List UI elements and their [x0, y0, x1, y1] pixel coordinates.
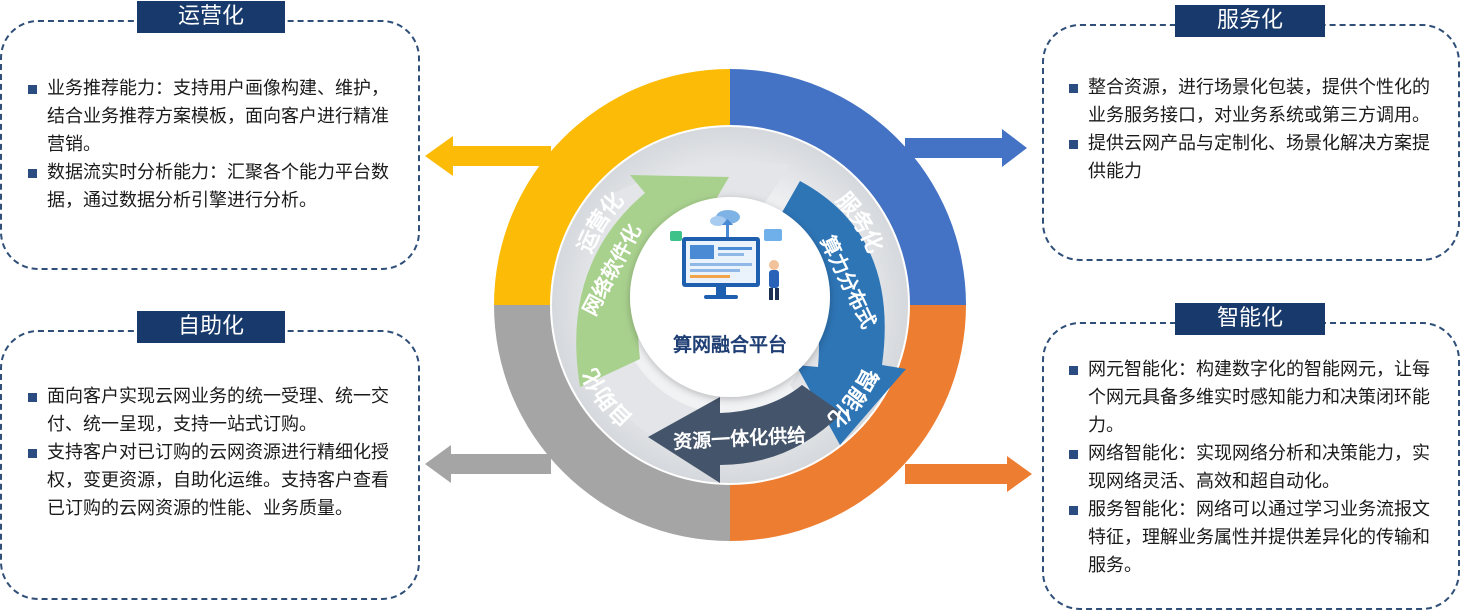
list-item: 网络智能化：实现网络分析和决策能力，实现网络灵活、高效和超自动化。 [1068, 440, 1440, 496]
arrow-right-zhineng-icon [905, 456, 1032, 492]
zizhu-list: 面向客户实现云网业务的统一受理、统一交付、统一呈现，支持一站式订购。 支持客户对… [27, 383, 397, 523]
list-item: 面向客户实现云网业务的统一受理、统一交付、统一呈现，支持一站式订购。 [27, 383, 397, 439]
list-item: 网元智能化：构建数字化的智能网元，让每个网元具备多维实时感知能力和决策闭环能力。 [1068, 356, 1440, 440]
list-item: 业务推荐能力：支持用户画像构建、维护，结合业务推荐方案模板，面向客户进行精准营销… [27, 75, 397, 159]
arrow-left-zizhu-icon [425, 445, 551, 483]
inner-arrow-resource [648, 385, 842, 483]
panel-title-zhineng: 智能化 [1175, 303, 1325, 335]
ring-segment-zizhu [494, 305, 730, 541]
panel-title-fuwu: 服务化 [1175, 5, 1325, 37]
platform-wheel: 算网融合平台 运营化 服务化 智能化 自助化 网络软件化 算力分布式 资源一体化… [494, 69, 966, 541]
panel-title-yunying: 运营化 [137, 1, 285, 33]
list-item: 提供云网产品与定制化、场景化解决方案提供能力 [1068, 130, 1438, 186]
ring-segment-fuwu [730, 69, 966, 305]
center-title: 算网融合平台 [673, 333, 787, 356]
list-item: 数据流实时分析能力：汇聚各个能力平台数据，通过数据分析引擎进行分析。 [27, 159, 397, 215]
ring-segment-zhineng [730, 305, 966, 541]
arrow-right-fuwu-icon [905, 129, 1027, 167]
yunying-list: 业务推荐能力：支持用户画像构建、维护，结合业务推荐方案模板，面向客户进行精准营销… [27, 75, 397, 215]
list-item: 支持客户对已订购的云网资源进行精细化授权，变更资源，自助化运维。支持客户查看已订… [27, 439, 397, 523]
zhineng-list: 网元智能化：构建数字化的智能网元，让每个网元具备多维实时感知能力和决策闭环能力。… [1068, 356, 1440, 580]
panel-title-zizhu: 自助化 [137, 311, 285, 343]
list-item: 服务智能化：网络可以通过学习业务流报文特征，理解业务属性并提供差异化的传输和服务… [1068, 496, 1440, 580]
list-item: 整合资源，进行场景化包装，提供个性化的业务服务接口，对业务系统或第三方调用。 [1068, 74, 1438, 130]
arrow-left-yunying-icon [425, 136, 551, 176]
ring-segment-yunying [494, 69, 730, 305]
fuwu-list: 整合资源，进行场景化包装，提供个性化的业务服务接口，对业务系统或第三方调用。 提… [1068, 74, 1438, 186]
computer-icon [670, 210, 782, 300]
